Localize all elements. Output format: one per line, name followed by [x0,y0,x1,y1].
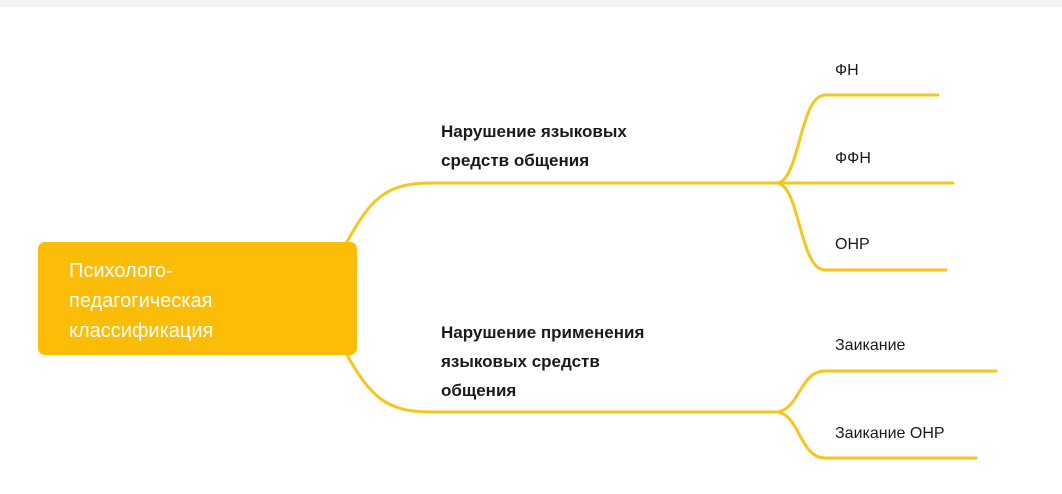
leaf-node-zaikanie-onr[interactable]: Заикание ОНР [835,425,945,442]
branch-2-label-line-3: общения [441,381,517,400]
connector-root-branch-2 [345,353,780,414]
connector-leaf-zaikanie [776,369,998,414]
branch-1-label-line-2: средств общения [441,151,590,170]
root-label-line-2: педагогическая [69,290,213,312]
root-label-line-3: классификация [69,320,214,342]
connector-leaf-onr [776,181,948,272]
top-bar [0,0,1062,7]
connector-root-branch-1 [345,181,780,244]
connector-leaf-zaikanie-onr [776,410,978,460]
root-label-line-1: Психолого- [69,260,173,282]
leaf-node-ffn[interactable]: ФФН [835,150,871,167]
branch-node-1[interactable]: Нарушение языковых средств общения [441,117,627,175]
branch-node-2[interactable]: Нарушение применения языковых средств об… [441,318,644,405]
leaf-node-fn[interactable]: ФН [835,62,859,79]
branch-2-label-line-2: языковых средств [441,352,600,371]
connector-leaf-fn [776,93,940,185]
branch-2-label-line-1: Нарушение применения [441,323,645,342]
leaf-node-onr[interactable]: ОНР [835,236,870,253]
branch-1-label-line-1: Нарушение языковых [441,122,627,141]
leaf-node-zaikanie[interactable]: Заикание [835,337,906,354]
root-node[interactable]: Психолого- педагогическая классификация [38,242,357,355]
